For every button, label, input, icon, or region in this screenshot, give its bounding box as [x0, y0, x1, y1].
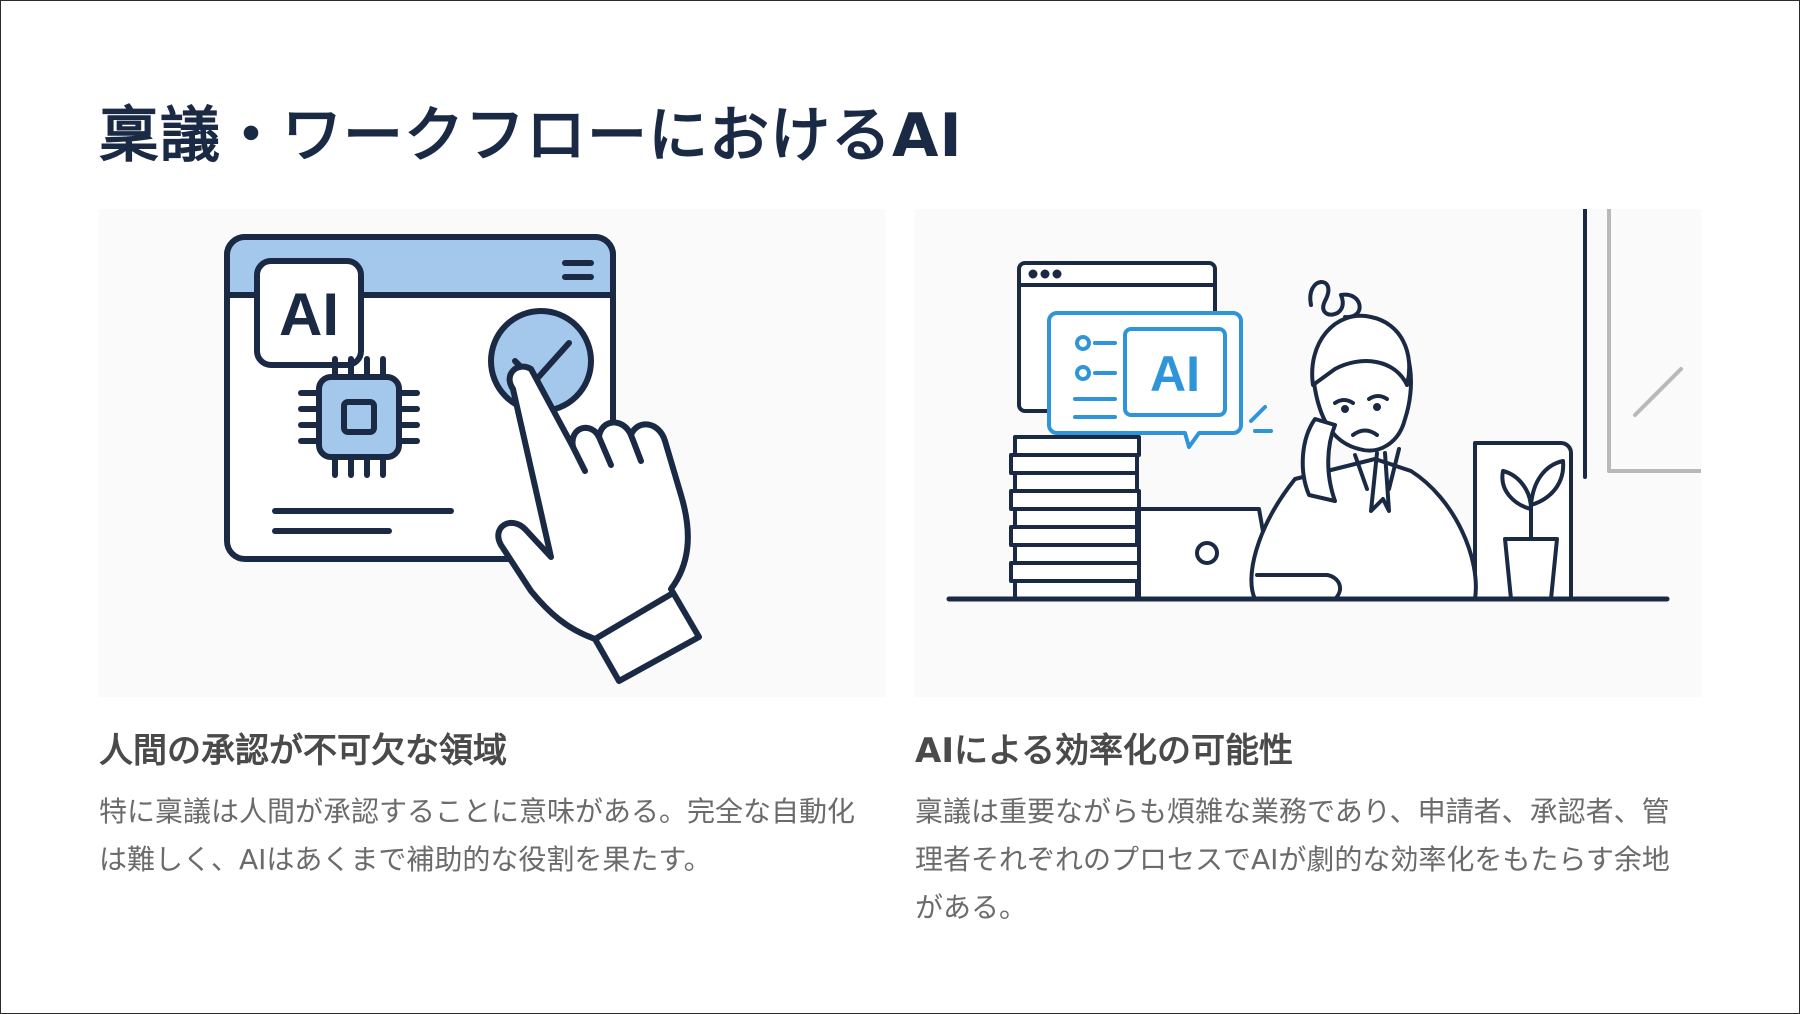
approval-illustration: AI: [99, 209, 885, 697]
menu-icon: [562, 260, 594, 280]
card-heading: 人間の承認が不可欠な領域: [99, 731, 507, 771]
slide-title: 稟議・ワークフローにおけるAI: [99, 101, 963, 171]
card-body-text: 特に稟議は人間が承認することに意味がある。完全な自動化は難しく、AIはあくまで補…: [99, 795, 856, 876]
plant-icon: [1500, 459, 1566, 601]
pointing-hand-icon: [495, 363, 702, 684]
chip-icon: [298, 356, 420, 478]
card-human-approval: AI: [99, 209, 885, 884]
paper-stack-icon: [1009, 435, 1141, 601]
ai-badge-text: AI: [279, 281, 339, 348]
card-ai-efficiency: AI: [915, 209, 1701, 932]
efficiency-illustration: AI: [915, 209, 1701, 697]
ai-bubble-icon: AI: [1047, 311, 1273, 449]
card-heading: AIによる効率化の可能性: [915, 731, 1293, 771]
stressed-person-icon: [1249, 313, 1478, 601]
card-body-text: 稟議は重要ながらも煩雑な業務であり、申請者、承認者、管理者それぞれのプロセスでA…: [915, 795, 1670, 924]
ai-badge-icon: AI: [254, 258, 364, 368]
ai-bubble-text: AI: [1150, 346, 1200, 402]
